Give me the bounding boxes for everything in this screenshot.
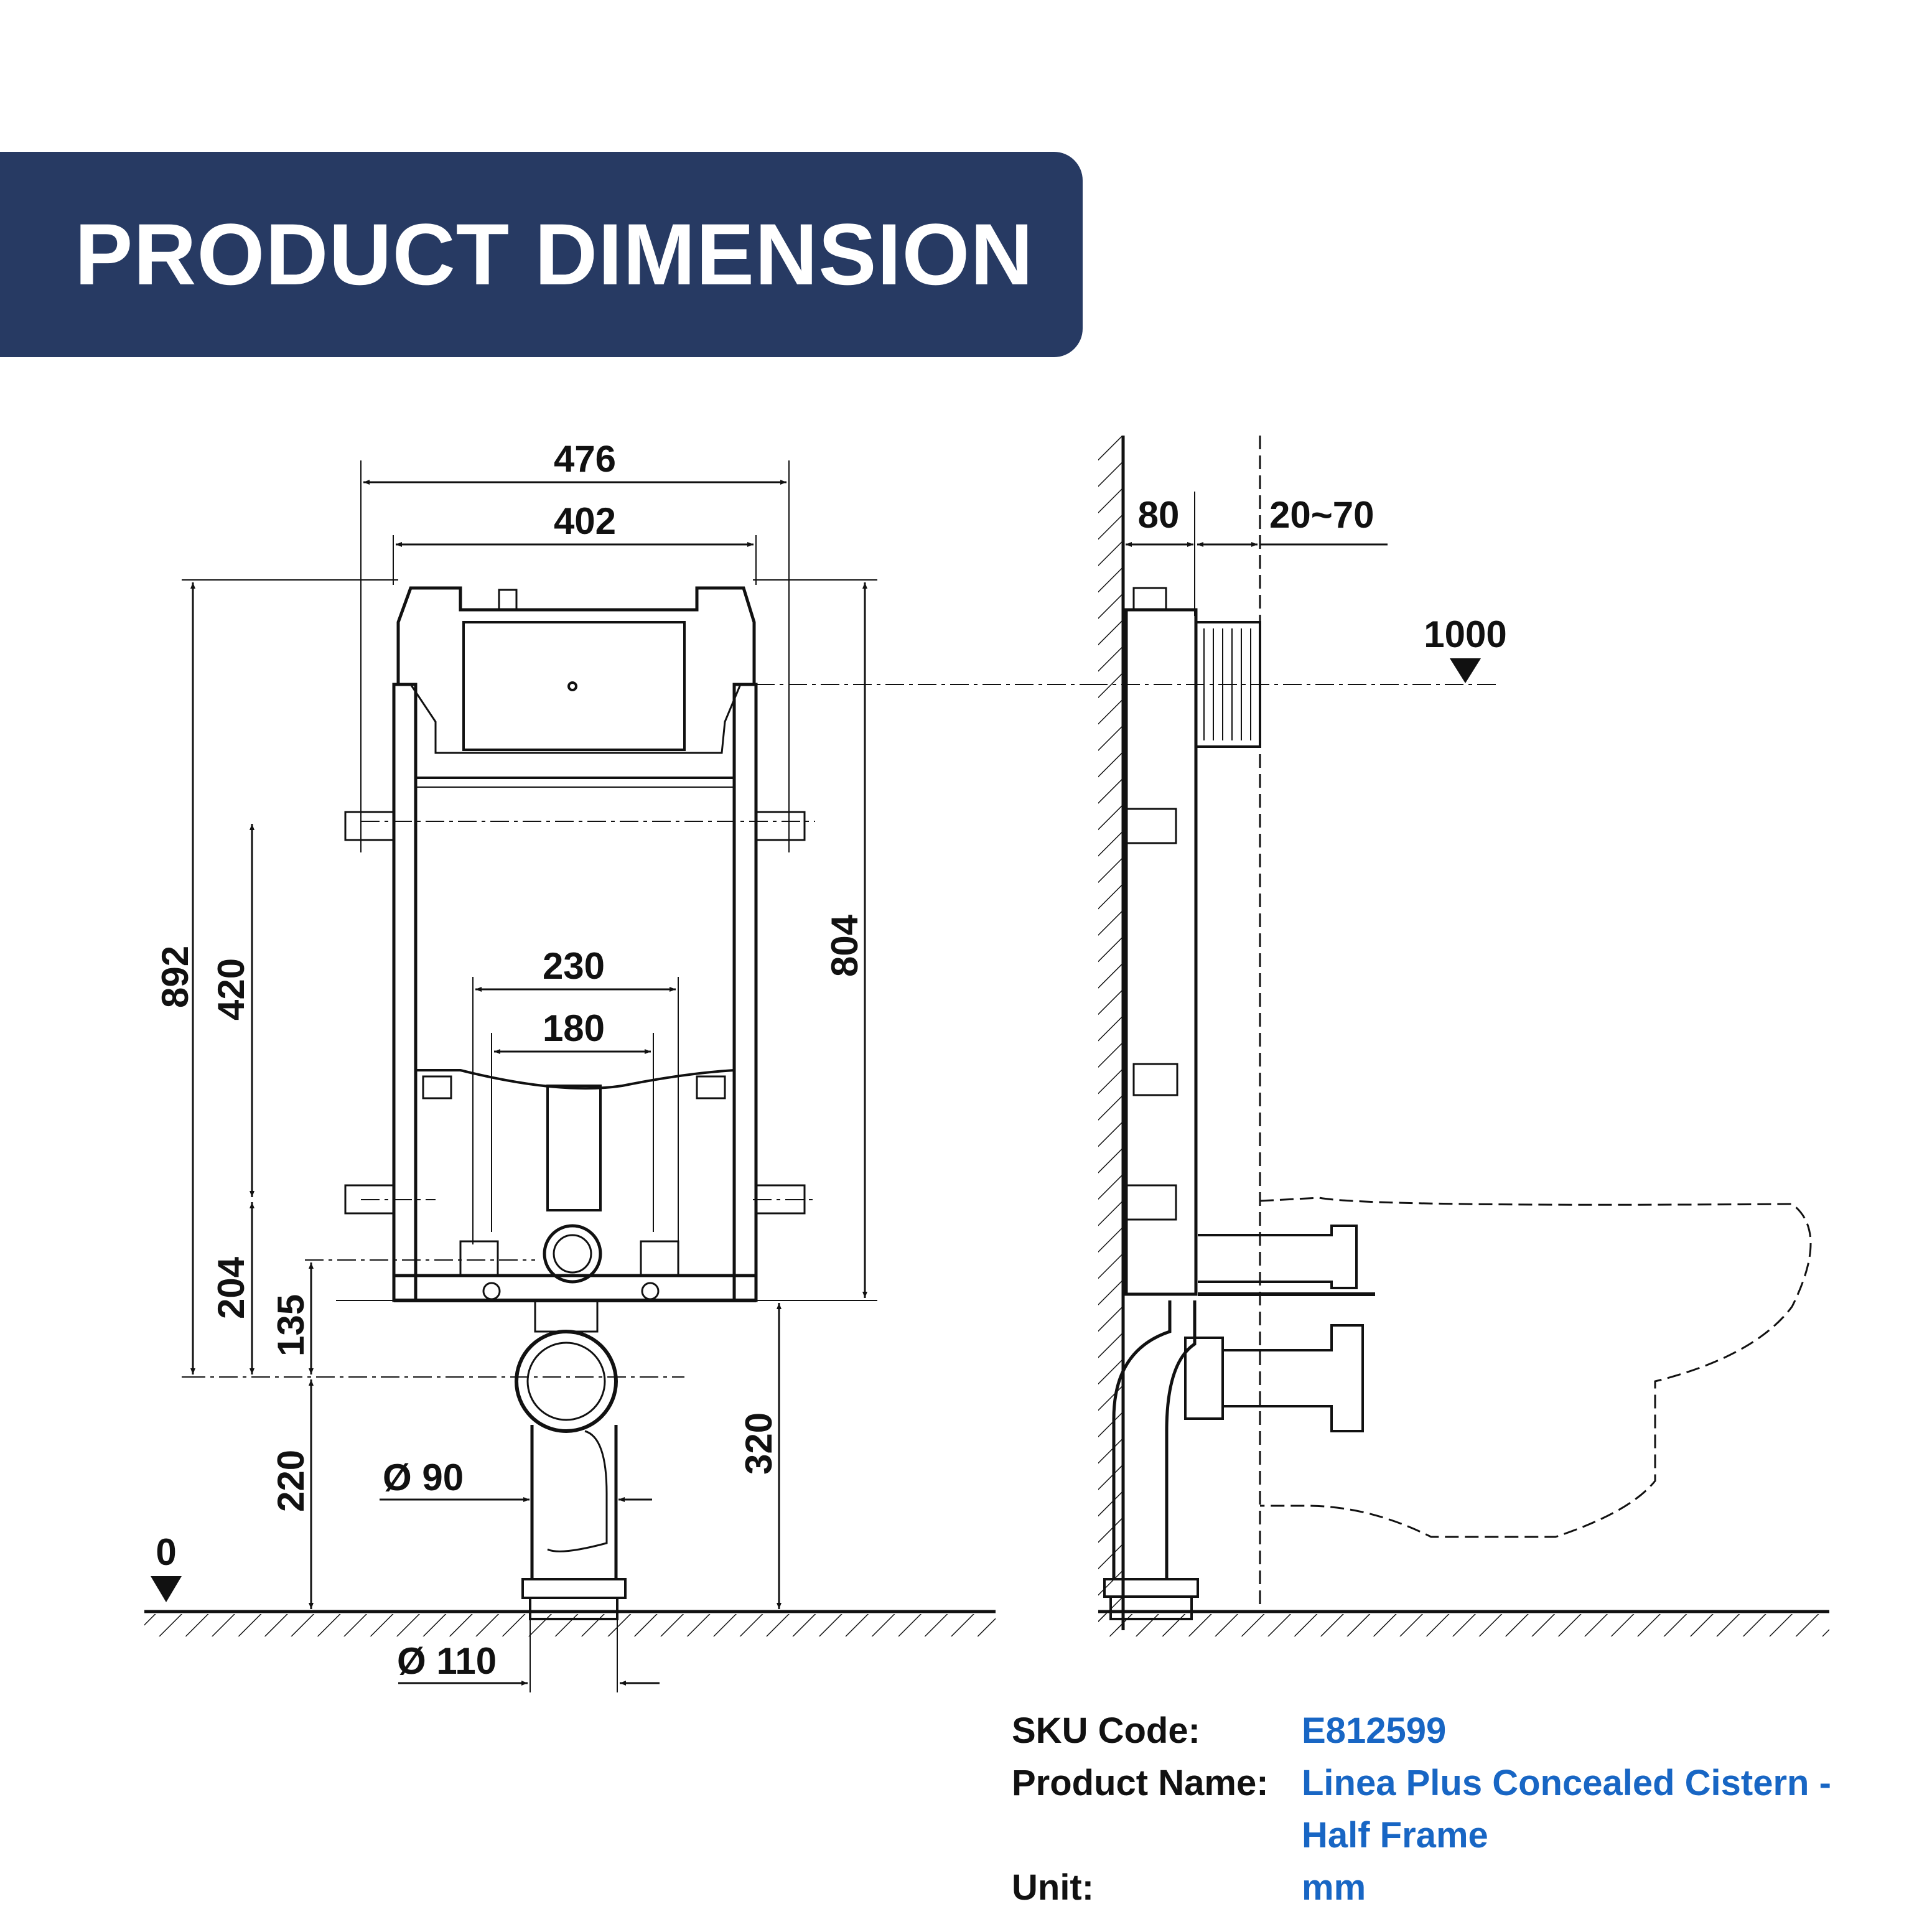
side-view-labels: 80 20~70 1000 — [1138, 494, 1507, 655]
front-floor-hatch — [144, 1614, 996, 1636]
dim-label-320: 320 — [738, 1412, 780, 1475]
flush-outlet-ring — [543, 1224, 602, 1284]
dim-label-420: 420 — [210, 958, 252, 1020]
header-banner: PRODUCT DIMENSION — [0, 152, 1083, 357]
product-name-label-spacer — [1012, 1809, 1302, 1862]
waste-bend-inner — [526, 1342, 606, 1421]
front-view — [144, 460, 1089, 1692]
front-extension-lines — [187, 684, 1089, 1378]
drain-collar — [521, 1578, 627, 1599]
dim-label-d90: Ø 90 — [383, 1457, 464, 1498]
waste-bend-side — [1112, 1300, 1197, 1580]
drain-pipe-bevel — [547, 1430, 608, 1552]
side-bracket-2 — [1132, 1063, 1178, 1096]
toilet-pan-outline — [1259, 1197, 1812, 1538]
zero-level-arrow — [151, 1576, 182, 1602]
side-bracket-1 — [1125, 808, 1177, 844]
dim-label-80: 80 — [1138, 494, 1180, 536]
page-title: PRODUCT DIMENSION — [75, 205, 1034, 303]
dim-label-804: 804 — [824, 914, 866, 977]
product-name-row: Product Name: Linea Plus Concealed Ciste… — [1012, 1757, 1908, 1809]
panel-tab-right — [696, 1075, 726, 1099]
sku-row: SKU Code: E812599 — [1012, 1705, 1908, 1757]
waste-bend-outer — [515, 1330, 618, 1433]
dim-label-476: 476 — [554, 438, 616, 480]
sku-value: E812599 — [1302, 1710, 1447, 1751]
height-1000-arrow — [1450, 658, 1481, 683]
product-info: SKU Code: E812599 Product Name: Linea Pl… — [1012, 1705, 1908, 1914]
wall-hatch — [1098, 436, 1122, 1630]
dim-label-2070: 20~70 — [1269, 494, 1374, 536]
product-name-label: Product Name: — [1012, 1763, 1269, 1803]
waste-socket-side — [1184, 1337, 1224, 1420]
panel-tab-left — [422, 1075, 452, 1099]
flush-pipe — [546, 1085, 602, 1211]
side-floor-hatch — [1098, 1614, 1829, 1636]
dim-label-135: 135 — [270, 1294, 312, 1356]
side-bracket-3 — [1125, 1184, 1177, 1221]
drain-pipe — [530, 1425, 618, 1580]
drain-socket-side — [1109, 1595, 1193, 1620]
bracket-top-left — [344, 811, 395, 841]
dim-label-d110: Ø 110 — [397, 1640, 497, 1682]
support-panel — [416, 1069, 735, 1090]
drain-socket — [529, 1597, 618, 1620]
product-name-value-line1: Linea Plus Concealed Cistern - — [1302, 1763, 1831, 1803]
frame-left-leg — [392, 683, 418, 1302]
dim-label-204: 204 — [210, 1256, 252, 1319]
dim-label-230: 230 — [543, 945, 605, 987]
cistern-body — [396, 586, 756, 684]
side-frame-top — [1132, 587, 1167, 611]
dim-label-892: 892 — [154, 946, 196, 1008]
frame-right-leg — [732, 683, 758, 1302]
unit-label: Unit: — [1012, 1867, 1094, 1908]
unit-row: Unit: mm — [1012, 1862, 1908, 1914]
valve-top — [498, 589, 518, 611]
bolt-block-left — [459, 1240, 499, 1277]
front-extension-solid — [182, 460, 877, 1692]
plate-center-dot — [567, 681, 577, 691]
zero-level-label: 0 — [156, 1531, 176, 1573]
sku-label: SKU Code: — [1012, 1710, 1200, 1751]
frame-bottom-bar — [392, 1274, 758, 1302]
flush-plate-opening — [462, 621, 686, 751]
bolt-block-right — [640, 1240, 679, 1277]
waste-connector-side — [1223, 1324, 1364, 1432]
flush-connector — [1198, 1225, 1358, 1289]
flush-outlet-inner — [553, 1234, 592, 1274]
bolt-right — [641, 1282, 660, 1300]
bolt-left — [482, 1282, 501, 1300]
front-dimension-lines — [190, 480, 867, 1686]
unit-value: mm — [1302, 1867, 1366, 1908]
dim-label-220: 220 — [270, 1450, 312, 1512]
waste-connector — [534, 1299, 599, 1333]
dim-label-402: 402 — [554, 500, 616, 542]
front-view-labels: 476 402 230 180 892 420 804 204 135 220 … — [154, 438, 866, 1682]
product-name-value-line2: Half Frame — [1302, 1815, 1488, 1855]
dim-label-1000: 1000 — [1424, 614, 1506, 655]
bracket-top-right — [755, 811, 806, 841]
dim-label-180: 180 — [543, 1007, 605, 1049]
product-name-row-2: Half Frame — [1012, 1809, 1908, 1862]
side-frame — [1124, 608, 1198, 1296]
cistern-bottom-curve — [409, 684, 742, 754]
side-view — [1089, 436, 1829, 1636]
